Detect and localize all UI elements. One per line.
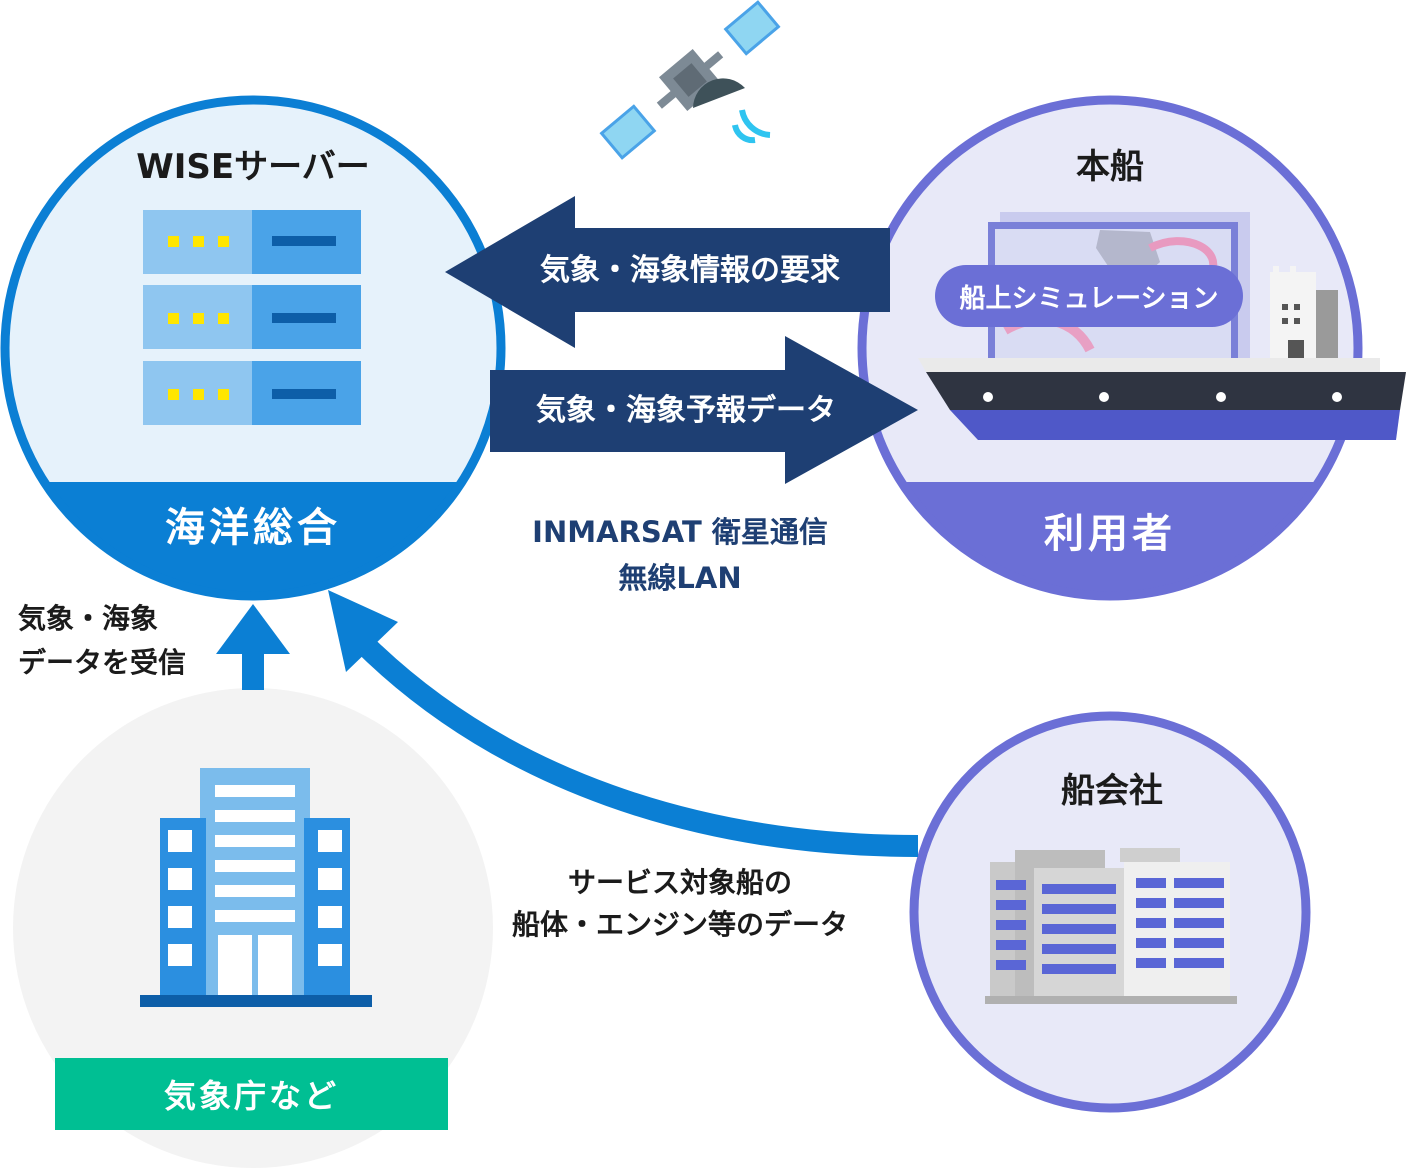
server-band-label: 海洋総合 — [165, 505, 341, 551]
server-rack-icon — [143, 210, 361, 425]
vessel-data-line-2: 船体・エンジン等のデータ — [511, 908, 849, 941]
ship-band-label: 利用者 — [1044, 511, 1176, 557]
network-line-2: 無線LAN — [618, 561, 742, 595]
simulation-badge: 船上シミュレーション — [935, 265, 1243, 327]
ship-title: 本船 — [1076, 147, 1144, 187]
jma-band-label: 気象庁など — [55, 1058, 448, 1130]
receive-line-2: データを受信 — [18, 646, 187, 679]
vessel-data-arrow — [328, 590, 919, 857]
company-building-icon — [985, 848, 1237, 1004]
receive-line-1: 気象・海象 — [18, 602, 159, 635]
request-arrow — [445, 196, 890, 348]
forecast-arrow-label: 気象・海象予報データ — [536, 393, 836, 428]
network-line-1: INMARSAT 衛星通信 — [532, 515, 828, 549]
server-title: WISEサーバー — [136, 147, 370, 187]
receive-arrow — [216, 604, 290, 690]
forecast-arrow — [490, 336, 918, 484]
request-arrow-label: 気象・海象情報の要求 — [540, 253, 840, 288]
satellite-icon — [599, 0, 781, 160]
vessel-data-line-1: サービス対象船の — [567, 866, 793, 899]
ship-icon — [918, 266, 1406, 440]
company-title: 船会社 — [1061, 771, 1163, 811]
office-building-icon — [140, 768, 372, 1007]
